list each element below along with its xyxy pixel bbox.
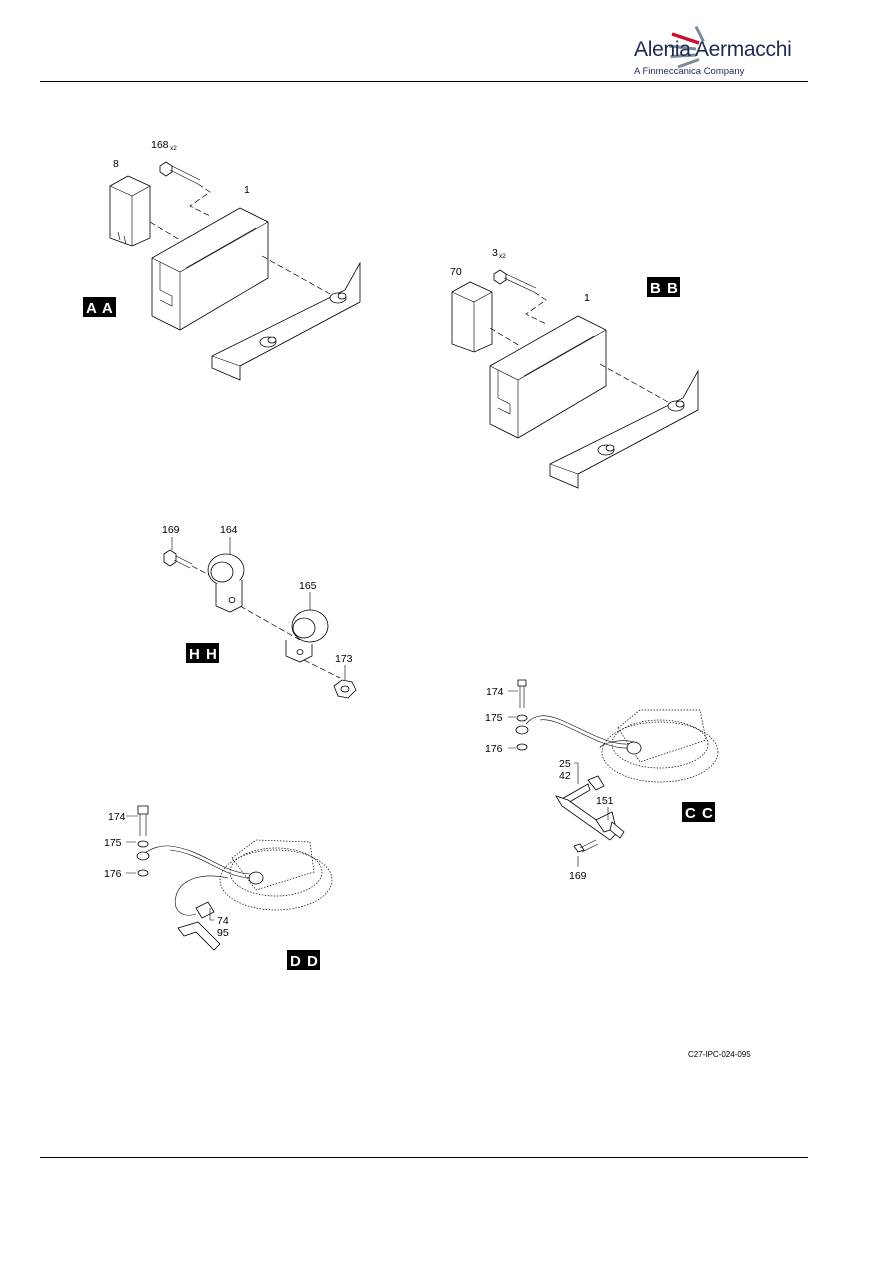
alenia-swoosh-icon: [668, 25, 705, 69]
label-dd-174: 174: [108, 811, 126, 823]
label-aa-8: 8: [113, 158, 119, 170]
label-aa-168-qty: x2: [170, 145, 177, 152]
label-aa-168: 168: [151, 139, 169, 151]
label-bb-3-qty: x2: [499, 253, 506, 260]
view-hh-badge: [186, 643, 219, 663]
view-dd-badge: [287, 950, 320, 970]
view-bb-title: B B: [650, 280, 679, 297]
view-hh-title: H H: [189, 646, 218, 663]
label-cc-25: 25: [559, 758, 571, 770]
label-cc-169: 169: [569, 870, 587, 882]
view-cc-title: C C: [685, 805, 714, 822]
company-tagline: A Finmeccanica Company: [634, 66, 745, 77]
label-cc-174: 174: [486, 686, 504, 698]
footer-rule: [40, 1157, 808, 1158]
view-aa-title: A A: [86, 300, 114, 317]
label-cc-42: 42: [559, 770, 571, 782]
view-aa-badge: [83, 297, 116, 317]
view-hh: 169 164 165 173 H H: [162, 524, 357, 699]
label-dd-175: 175: [104, 837, 122, 849]
label-bb-3: 3: [492, 247, 498, 259]
view-dd-title: D D: [290, 953, 319, 970]
label-dd-176: 176: [104, 868, 122, 880]
figure-code: C27-IPC-024-095: [688, 1050, 751, 1059]
label-dd-74: 74: [217, 915, 229, 927]
view-bb-badge: [647, 277, 680, 297]
label-hh-165: 165: [299, 580, 317, 592]
label-hh-173: 173: [335, 653, 353, 665]
view-cc-badge: [682, 802, 715, 822]
view-bb: 70 3 x2 1 B B: [450, 247, 699, 489]
label-hh-164: 164: [220, 524, 238, 536]
label-aa-1: 1: [244, 184, 250, 196]
view-dd: 174 175 176 74 95 D D: [104, 805, 333, 970]
label-bb-1: 1: [584, 292, 590, 304]
label-cc-176: 176: [485, 743, 503, 755]
label-dd-95: 95: [217, 927, 229, 939]
header-rule: [40, 81, 808, 82]
view-aa: 8 168 x2 1 A A: [83, 139, 361, 381]
label-hh-169: 169: [162, 524, 180, 536]
label-cc-151: 151: [596, 795, 614, 807]
label-bb-70: 70: [450, 266, 462, 278]
label-cc-175: 175: [485, 712, 503, 724]
view-cc: 174 175 176 25 42 151 169 C C: [485, 679, 719, 882]
company-name: Alenia Aermacchi: [634, 38, 792, 61]
